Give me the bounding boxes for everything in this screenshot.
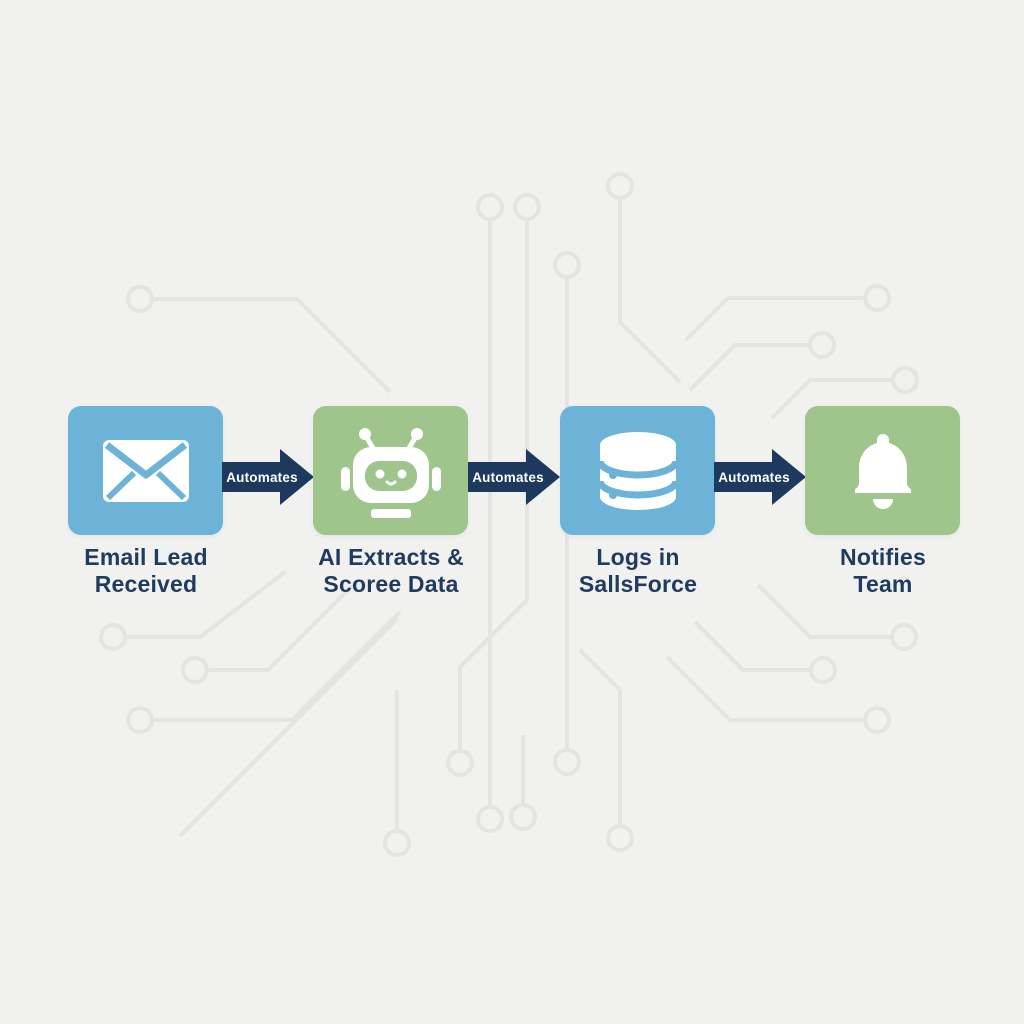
- step-label-line: Notifies: [840, 544, 926, 570]
- step-box-logs-salesforce: [560, 406, 715, 535]
- step-label-line: Logs in: [596, 544, 680, 570]
- arrow-right-icon: [222, 449, 314, 505]
- robot-icon: [340, 427, 441, 518]
- connector-label: Automates: [472, 469, 544, 485]
- step-label-email-lead: Email Lead Received: [31, 544, 261, 598]
- bell-icon: [854, 433, 911, 509]
- arrow-right-icon: [468, 449, 560, 505]
- automates-arrow-3: Automates: [714, 449, 806, 505]
- connector-label: Automates: [226, 469, 298, 485]
- automates-arrow-1: Automates: [222, 449, 314, 505]
- arrow-right-icon: [714, 449, 806, 505]
- step-label-ai-extracts: AI Extracts & Scoree Data: [276, 544, 506, 598]
- envelope-icon: [102, 439, 189, 502]
- step-box-email-lead: [68, 406, 223, 535]
- step-label-line: AI Extracts &: [318, 544, 464, 570]
- step-label-logs-salesforce: Logs in SallsForce: [523, 544, 753, 598]
- step-label-line: Scoree Data: [323, 571, 459, 597]
- step-label-line: SallsForce: [578, 571, 698, 597]
- connector-label: Automates: [718, 469, 790, 485]
- step-label-line: Received: [94, 571, 198, 597]
- step-box-ai-extracts: [313, 406, 468, 535]
- step-label-line: Email Lead: [84, 544, 208, 570]
- automates-arrow-2: Automates: [468, 449, 560, 505]
- step-label-line: Team: [853, 571, 913, 597]
- step-box-notifies-team: [805, 406, 960, 535]
- step-label-notifies-team: Notifies Team: [768, 544, 998, 598]
- database-icon: [597, 431, 678, 510]
